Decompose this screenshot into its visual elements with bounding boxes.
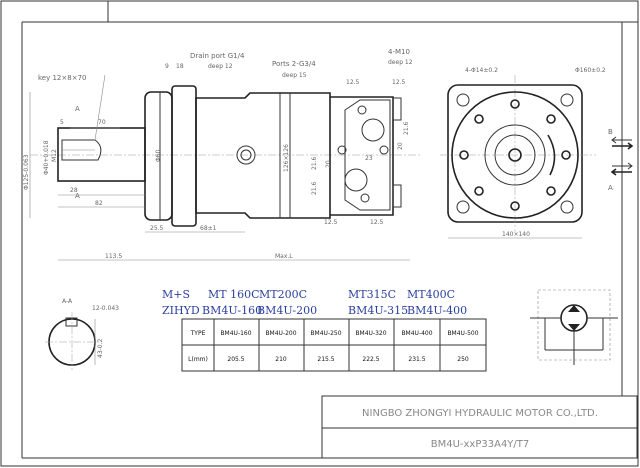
xref-brand-2: ZIHYD	[162, 304, 200, 317]
dim-20-b: 20	[397, 142, 404, 150]
table-header: BM4U-160	[220, 330, 251, 337]
motor-side-view	[29, 74, 420, 261]
table-header: BM4U-320	[355, 330, 386, 337]
hydraulic-motor-symbol	[530, 289, 618, 365]
xref-brand-1: M+S	[162, 288, 190, 301]
table-cell: 231.5	[408, 356, 425, 363]
dim-dia40: Φ40+0.018	[43, 140, 50, 175]
table-cell: 250	[457, 356, 469, 363]
dim-12-5-b: 12.5	[392, 79, 406, 86]
port-b-in-arrow-icon	[611, 136, 632, 144]
table-row: L(mm) 205.5 210 215.5 222.5 231.5 250	[188, 356, 469, 363]
xref-model: BM4U-160	[202, 304, 262, 317]
dim-82: 82	[95, 200, 103, 207]
size-label: 140×140	[502, 231, 530, 238]
dim-m12: M12	[51, 149, 58, 162]
dim-12-5-c: 12.5	[324, 219, 338, 226]
table-header: TYPE	[190, 330, 206, 337]
section-a-a: A-A 12-0.043 43-0.2	[45, 298, 119, 370]
holes-label: 4-Φ14±0.2	[465, 67, 498, 74]
dim-126: 126×126	[283, 144, 290, 172]
port-a-label: A	[608, 184, 613, 192]
dim-dia60: Φ60	[155, 149, 162, 162]
xref-model: MT315C	[348, 288, 396, 301]
company-name: NINGBO ZHONGYI HYDRAULIC MOTOR CO.,LTD.	[362, 408, 598, 419]
dim-9: 9	[165, 63, 169, 70]
port-a-out-arrow-icon	[610, 168, 632, 176]
table-cell: 222.5	[362, 356, 379, 363]
table-cell: 210	[275, 356, 287, 363]
title-block: NINGBO ZHONGYI HYDRAULIC MOTOR CO.,LTD. …	[321, 395, 638, 459]
port-b-out-arrow-icon	[612, 142, 634, 150]
ports-label: Ports 2-G3/4	[272, 60, 316, 68]
dim-21-6-b: 21.6	[311, 181, 318, 195]
xref-model: MT 160C	[208, 288, 260, 301]
xref-model: BM4U-315	[348, 304, 408, 317]
dim-21-6-c: 21.6	[403, 121, 410, 135]
motor-front-view: 4-Φ14±0.2 Φ160±0.2 140×140 B A	[440, 67, 634, 239]
m10-deep-label: deep 12	[388, 59, 413, 66]
dim-28: 28	[70, 187, 78, 194]
dim-70: 70	[98, 119, 106, 126]
key-label: key 12×8×70	[38, 74, 86, 82]
section-key-width: 12-0.043	[92, 305, 119, 312]
drain-port-label: Drain port G1/4	[190, 52, 245, 60]
xref-model: BM4U-200	[257, 304, 317, 317]
dim-20-a: 20	[325, 160, 332, 168]
dim-25-5: 25.5	[150, 225, 164, 232]
dim-113-5: 113.5	[105, 253, 122, 260]
ports-deep-label: deep 15	[282, 72, 307, 79]
section-title: A-A	[62, 298, 73, 305]
model-number: BM4U-xxP33A4Y/T7	[431, 439, 530, 450]
xref-model: MT400C	[407, 288, 455, 301]
table-header: BM4U-250	[310, 330, 341, 337]
length-table: TYPE BM4U-160 BM4U-200 BM4U-250 BM4U-320…	[181, 318, 487, 372]
dim-23: 23	[365, 155, 373, 162]
dim-12-5-d: 12.5	[370, 219, 384, 226]
table-header: BM4U-500	[447, 330, 478, 337]
section-mark-a-bottom: A	[75, 192, 80, 200]
dim-5: 5	[60, 119, 64, 126]
section-height: 43-0.2	[97, 338, 104, 358]
dim-dia125: Φ125-0.063	[23, 154, 30, 190]
pcd-label: Φ160±0.2	[575, 67, 606, 74]
side-view-labels: key 12×8×70 Drain port G1/4 deep 12 Port…	[23, 48, 413, 260]
dim-68: 68±1	[200, 225, 217, 232]
section-mark-a-top: A	[75, 105, 80, 113]
m10-label: 4-M10	[388, 48, 410, 56]
table-header: BM4U-200	[265, 330, 296, 337]
dim-12-5-a: 12.5	[346, 79, 360, 86]
bolt-circle	[459, 99, 571, 211]
table-cell: 205.5	[227, 356, 244, 363]
dim-18: 18	[176, 63, 184, 70]
xref-model: MT200C	[259, 288, 307, 301]
port-b-label: B	[608, 128, 613, 136]
dim-21-6-a: 21.6	[311, 156, 318, 170]
table-header-row: TYPE BM4U-160 BM4U-200 BM4U-250 BM4U-320…	[190, 330, 479, 337]
dim-max-l: Max.L	[275, 253, 293, 260]
table-header: BM4U-400	[401, 330, 432, 337]
cross-reference: M+S MT 160C MT200C MT315C MT400C ZIHYD B…	[162, 288, 467, 317]
rotation-arrow-icon	[547, 134, 556, 176]
mounting-holes	[456, 93, 574, 214]
table-cell: 215.5	[317, 356, 334, 363]
xref-model: BM4U-400	[407, 304, 467, 317]
drain-deep-label: deep 12	[208, 63, 233, 70]
table-cell: L(mm)	[188, 356, 208, 363]
port-a-in-arrow-icon	[612, 162, 633, 170]
